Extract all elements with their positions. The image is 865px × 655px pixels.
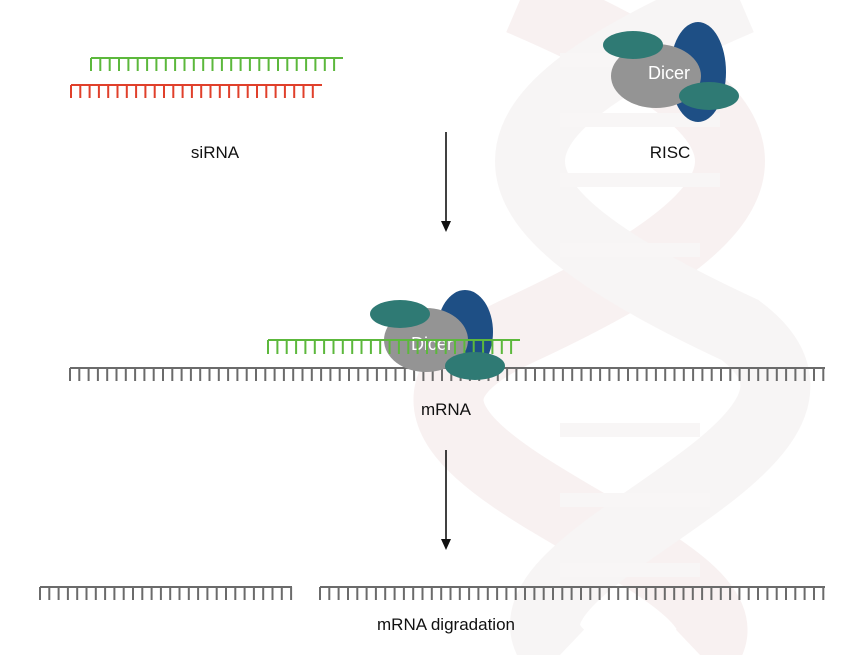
sirna-antisense-strand: [70, 84, 322, 98]
bound-subunit-bottom: [445, 352, 505, 380]
cleaved-mrna: [39, 586, 825, 600]
mrna-label: mRNA: [420, 400, 472, 419]
risc-dicer-label: Dicer: [648, 63, 690, 83]
mrna-fragment-left: [39, 586, 293, 600]
sirna-label: siRNA: [190, 143, 240, 162]
arrow-sirna-to-mrna: [441, 132, 451, 232]
sirna-sense-strand: [90, 57, 343, 71]
arrow-mrna-to-degradation: [441, 450, 451, 550]
bound-subunit-top: [370, 300, 430, 328]
mrna-fragment-right: [319, 586, 825, 600]
risc-complex: Dicer: [603, 22, 739, 122]
risc-bound-complex: Dicer: [267, 290, 520, 380]
risc-subunit-top: [603, 31, 663, 59]
risc-label: RISC: [649, 143, 691, 162]
bound-guide-strand: [267, 339, 520, 354]
degradation-label: mRNA digradation: [377, 615, 515, 634]
risc-subunit-bottom: [679, 82, 739, 110]
sirna-duplex: [70, 57, 343, 98]
risc-dicer-body: [611, 44, 701, 108]
